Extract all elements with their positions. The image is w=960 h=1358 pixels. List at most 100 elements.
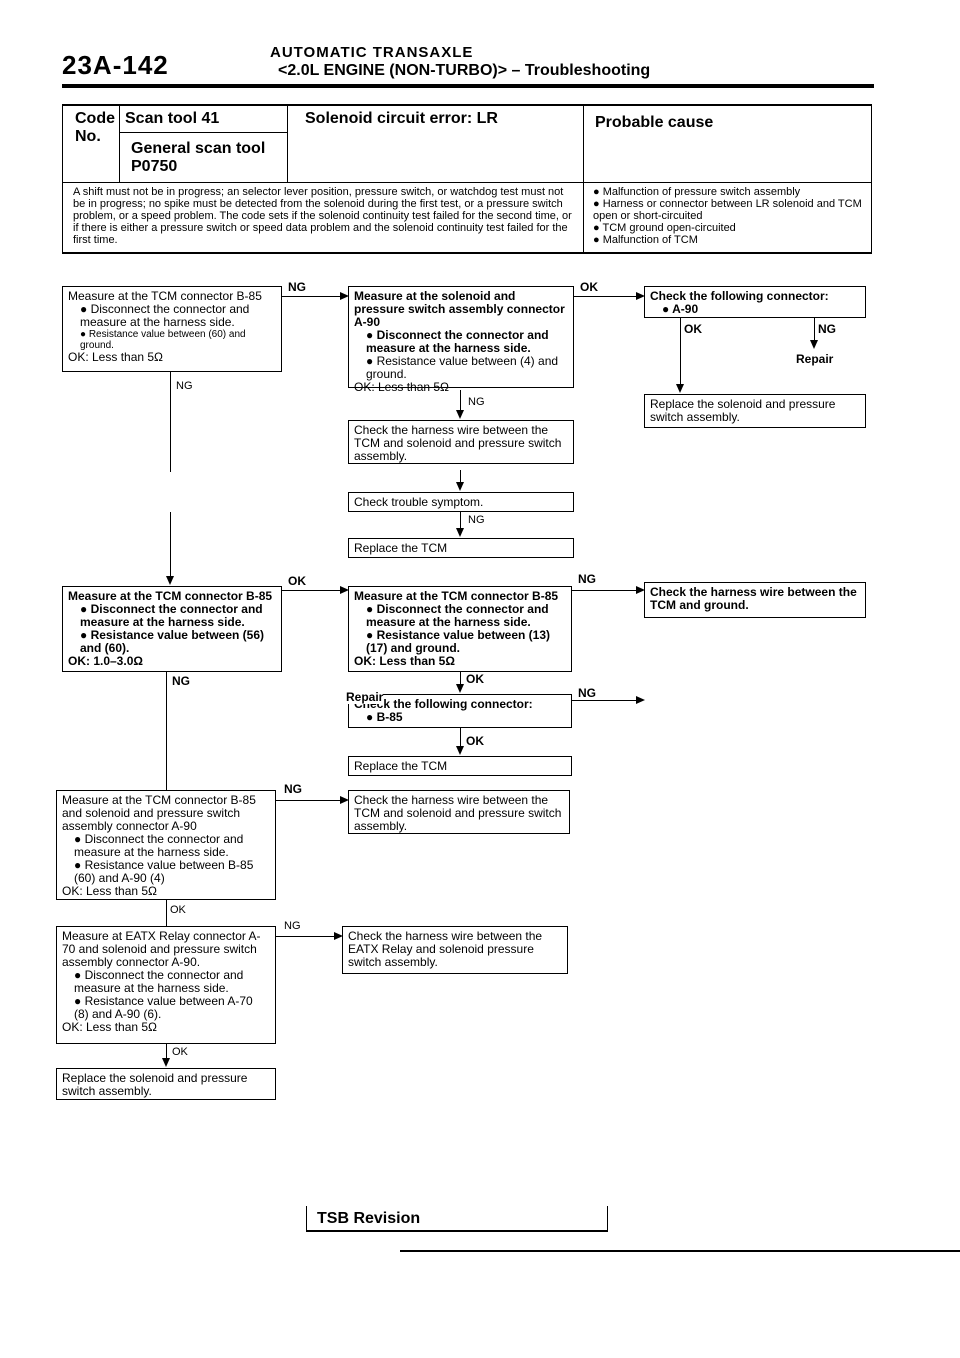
step-text: Replace the solenoid and pressure switch… bbox=[62, 1071, 248, 1098]
step-text: OK: Less than 5Ω bbox=[62, 1020, 158, 1034]
step-text: ● Disconnect the connector and measure a… bbox=[366, 602, 549, 629]
step-check-connector-b85: Check the following connector: ● B-85 bbox=[348, 694, 572, 728]
repair-label: Repair bbox=[796, 352, 834, 366]
divider bbox=[583, 106, 584, 252]
code-title: Solenoid circuit error: LR bbox=[305, 110, 498, 127]
connector-line bbox=[460, 390, 461, 410]
step-text: Measure at the TCM connector B-85 bbox=[354, 589, 559, 603]
connector-line bbox=[460, 512, 461, 528]
arrow bbox=[456, 410, 464, 419]
step-measure-b85-56-60: Measure at the TCM connector B-85 ● Disc… bbox=[62, 586, 282, 672]
step-text: OK: Less than 5Ω bbox=[354, 654, 455, 668]
arrow bbox=[166, 576, 174, 585]
step-text: ● Resistance value between (13) (17) and… bbox=[366, 628, 551, 655]
arrow bbox=[456, 482, 464, 491]
step-check-harness-tcm-ground: Check the harness wire between the TCM a… bbox=[644, 582, 866, 618]
footer-rule bbox=[400, 1250, 960, 1252]
ok-label: OK bbox=[466, 672, 484, 686]
step-replace-solenoid-bottom: Replace the solenoid and pressure switch… bbox=[56, 1068, 276, 1100]
cause-item: ● Malfunction of pressure switch assembl… bbox=[593, 186, 801, 198]
connector-line bbox=[814, 318, 815, 342]
repair-label: Repair bbox=[346, 690, 384, 704]
connector-line bbox=[460, 470, 461, 482]
step-text: Check the harness wire between the TCM a… bbox=[354, 793, 562, 833]
connector-line bbox=[572, 700, 636, 701]
step-text: ● Disconnect the connector and measure a… bbox=[80, 602, 263, 629]
step-text: Check the harness wire between the TCM a… bbox=[354, 423, 562, 463]
code-no-label: Code No. bbox=[75, 110, 115, 145]
step-text: ● Disconnect the connector and measure a… bbox=[74, 832, 244, 859]
connector-line bbox=[170, 372, 171, 472]
step-text: Measure at the TCM connector B-85 bbox=[68, 589, 273, 603]
step-text: ● B-85 bbox=[366, 710, 403, 724]
step-check-harness-tcm-solenoid-2: Check the harness wire between the TCM a… bbox=[348, 790, 570, 834]
step-text: ● A-90 bbox=[662, 302, 699, 316]
step-measure-a70-a90: Measure at EATX Relay connector A-70 and… bbox=[56, 926, 276, 1044]
step-text: ● Resistance value between (56) and (60)… bbox=[80, 628, 265, 655]
step-text: Check trouble symptom. bbox=[354, 495, 484, 509]
section-title: AUTOMATIC TRANSAXLE bbox=[270, 44, 474, 61]
connector-line bbox=[680, 318, 681, 384]
ng-label: NG bbox=[578, 572, 596, 586]
code-table: Code No. Scan tool 41 General scan tool … bbox=[62, 104, 872, 254]
step-measure-b85-a90: Measure at the TCM connector B-85 and so… bbox=[56, 790, 276, 900]
ng-label: NG bbox=[818, 322, 836, 336]
ok-label: OK bbox=[684, 322, 702, 336]
step-replace-tcm-1: Replace the TCM bbox=[348, 538, 574, 558]
step-check-harness-tcm-solenoid: Check the harness wire between the TCM a… bbox=[348, 420, 574, 464]
step-measure-a90-4-ground: Measure at the solenoid and pressure swi… bbox=[348, 286, 574, 394]
cause-item: ● Malfunction of TCM bbox=[593, 234, 698, 246]
connector-line bbox=[282, 590, 340, 591]
divider bbox=[287, 106, 288, 182]
connector-line bbox=[166, 900, 167, 926]
ng-label: NG bbox=[468, 396, 485, 408]
scan-tool-code: Scan tool 41 bbox=[125, 110, 220, 127]
arrow bbox=[340, 292, 349, 300]
step-measure-b85-13-17-ground: Measure at the TCM connector B-85 ● Disc… bbox=[348, 586, 572, 672]
arrow bbox=[340, 796, 349, 804]
ok-label: OK bbox=[170, 904, 186, 916]
step-text: ● Resistance value between (60) and grou… bbox=[80, 329, 246, 351]
ng-label: NG bbox=[172, 674, 190, 688]
page-number: 23A-142 bbox=[62, 50, 169, 80]
connector-line bbox=[170, 512, 171, 576]
obd-code: P0750 bbox=[131, 158, 178, 175]
ng-label: NG bbox=[284, 782, 302, 796]
ng-label: NG bbox=[176, 380, 193, 392]
arrow bbox=[456, 684, 464, 693]
connector-line bbox=[166, 1044, 167, 1058]
step-text: ● Disconnect the connector and measure a… bbox=[366, 328, 549, 355]
ng-label: NG bbox=[288, 280, 306, 294]
ok-label: OK bbox=[466, 734, 484, 748]
ok-label: OK bbox=[172, 1046, 188, 1058]
step-text: Measure at the TCM connector B-85 bbox=[68, 289, 262, 303]
arrow bbox=[162, 1058, 170, 1067]
connector-line bbox=[282, 296, 340, 297]
arrow bbox=[636, 292, 645, 300]
step-text: ● Disconnect the connector and measure a… bbox=[74, 968, 244, 995]
ok-label: OK bbox=[288, 574, 306, 588]
step-text: Replace the TCM bbox=[354, 759, 448, 773]
step-text: Measure at EATX Relay connector A-70 and… bbox=[62, 929, 261, 969]
step-text: Measure at the solenoid and pressure swi… bbox=[354, 289, 565, 329]
arrow bbox=[676, 384, 684, 393]
general-scan-tool-label: General scan tool bbox=[131, 140, 266, 157]
step-replace-solenoid-top: Replace the solenoid and pressure switch… bbox=[644, 394, 866, 428]
step-text: OK: Less than 5Ω bbox=[62, 884, 158, 898]
step-text: Check the following connector: bbox=[354, 697, 533, 711]
ng-label: NG bbox=[468, 514, 485, 526]
connector-line bbox=[574, 296, 636, 297]
step-text: OK: 1.0–3.0Ω bbox=[68, 654, 143, 668]
divider bbox=[119, 132, 287, 133]
arrow bbox=[456, 746, 464, 755]
step-replace-tcm-2: Replace the TCM bbox=[348, 756, 572, 776]
connector-line bbox=[276, 800, 340, 801]
ok-label: OK bbox=[580, 280, 598, 294]
step-text: Check the harness wire between the TCM a… bbox=[650, 585, 857, 612]
arrow bbox=[334, 932, 343, 940]
connector-line bbox=[276, 936, 334, 937]
arrow bbox=[340, 586, 349, 594]
step-text: Measure at the TCM connector B-85 and so… bbox=[62, 793, 256, 833]
cause-item: ● TCM ground open-circuited bbox=[593, 222, 736, 234]
probable-cause-list: ● Malfunction of pressure switch assembl… bbox=[593, 186, 869, 246]
